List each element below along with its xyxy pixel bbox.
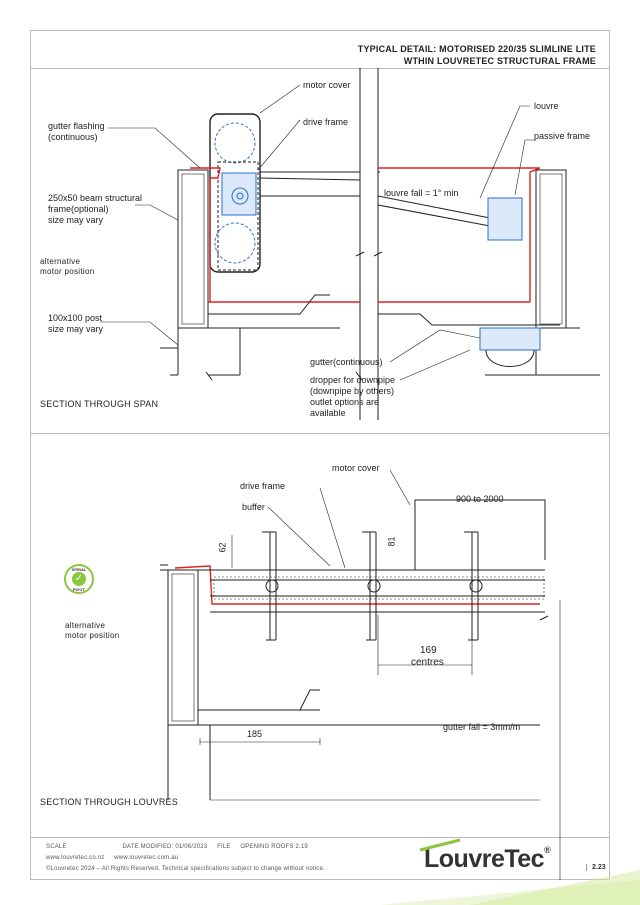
drawing-sheet <box>30 30 610 880</box>
label-post: 100x100 post size may vary <box>48 313 104 334</box>
label-gutter-fall: gutter fall = 3mm/m <box>443 722 521 732</box>
label-centres: centres <box>411 657 444 668</box>
passive-frame-shape <box>487 197 523 241</box>
dropper-shape <box>479 327 541 351</box>
label-gutter-flashing: gutter flashing (continuous) <box>48 121 105 142</box>
label-drive-frame-louvres: drive frame <box>240 481 286 491</box>
drawing-title: TYPICAL DETAIL: MOTORISED 220/35 SLIMLIN… <box>358 43 596 67</box>
label-passive-frame: passive frame <box>534 131 591 141</box>
page-number: 2.23 <box>586 864 606 871</box>
badge-top-text: SPIRAL <box>71 567 87 572</box>
label-gutter: gutter(continuous) <box>310 357 383 367</box>
footer-divider <box>31 837 609 838</box>
footer-meta-row: SCALE DATE MODIFIED: 01/06/2023 FILE OPE… <box>46 844 308 850</box>
label-beam: 250x50 beam structural frame(optional) s… <box>48 193 143 225</box>
louvre-span-right <box>377 171 491 227</box>
beam-left-louvres <box>167 569 199 726</box>
pivot-check-icon: ✓ <box>72 572 86 586</box>
footer-urls: www.louvretec.co.nz www.louvretec.com.au <box>46 855 178 861</box>
brand-mark: ® <box>544 845 551 855</box>
label-motor-cover-span: motor cover <box>303 80 351 90</box>
label-dropper: dropper for downpipe (downpipe by others… <box>310 375 396 418</box>
label-motor-cover-louvres: motor cover <box>332 463 380 473</box>
footer-url-au[interactable]: www.louvretec.com.au <box>114 855 179 861</box>
footer-file-label: FILE <box>217 844 231 850</box>
footer-url-nz[interactable]: www.louvretec.co.nz <box>46 855 105 861</box>
label-alt-motor-span: alternative motor position <box>40 257 95 276</box>
louvre-blade-1 <box>262 531 277 641</box>
title-divider <box>31 68 609 69</box>
label-centres-value: 169 <box>420 645 437 656</box>
title-line-2: WTHIN LOUVRETEC STRUCTURAL FRAME <box>403 56 596 66</box>
label-louvre: louvre <box>534 101 559 111</box>
beam-left <box>177 169 209 329</box>
heading-section-louvres: SECTION THROUGH LOUVRES <box>40 797 178 807</box>
label-dim-62: 62 <box>217 542 228 553</box>
section-divider <box>31 433 609 434</box>
spiral-pivot-badge: SPIRAL ✓ PIVOT <box>64 564 94 594</box>
gutter-flashing-line <box>190 167 221 302</box>
brand-name: LouvreTec <box>424 845 545 873</box>
louvre-blade-2 <box>362 531 377 641</box>
title-line-1: TYPICAL DETAIL: MOTORISED 220/35 SLIMLIN… <box>357 44 596 54</box>
louvre-flashing-line <box>174 565 540 605</box>
badge-bottom-text: PIVOT <box>72 587 85 592</box>
label-drive-frame-span: drive frame <box>303 117 349 127</box>
label-louvre-fall: louvre fall = 1° min <box>384 188 459 198</box>
label-spacing-range: 900 to 2000 <box>456 494 504 504</box>
label-buffer: buffer <box>242 502 265 512</box>
louvre-blade-3 <box>464 531 479 641</box>
footer-copyright: ©Louvretec 2024 – All Rights Reserved. T… <box>46 866 325 872</box>
label-dim-185: 185 <box>247 729 263 739</box>
louvretec-logo: LouvreTec® <box>424 845 551 874</box>
footer-file-name: OPENING ROOFS 2.19 <box>240 844 308 850</box>
footer-date: DATE MODIFIED: 01/06/2023 <box>122 844 208 850</box>
label-dim-81: 81 <box>386 536 397 547</box>
heading-section-span: SECTION THROUGH SPAN <box>40 399 159 409</box>
label-alt-motor-louvres: alternative motor position <box>65 621 120 640</box>
footer-scale: SCALE <box>46 844 67 850</box>
drive-motor <box>221 172 257 216</box>
